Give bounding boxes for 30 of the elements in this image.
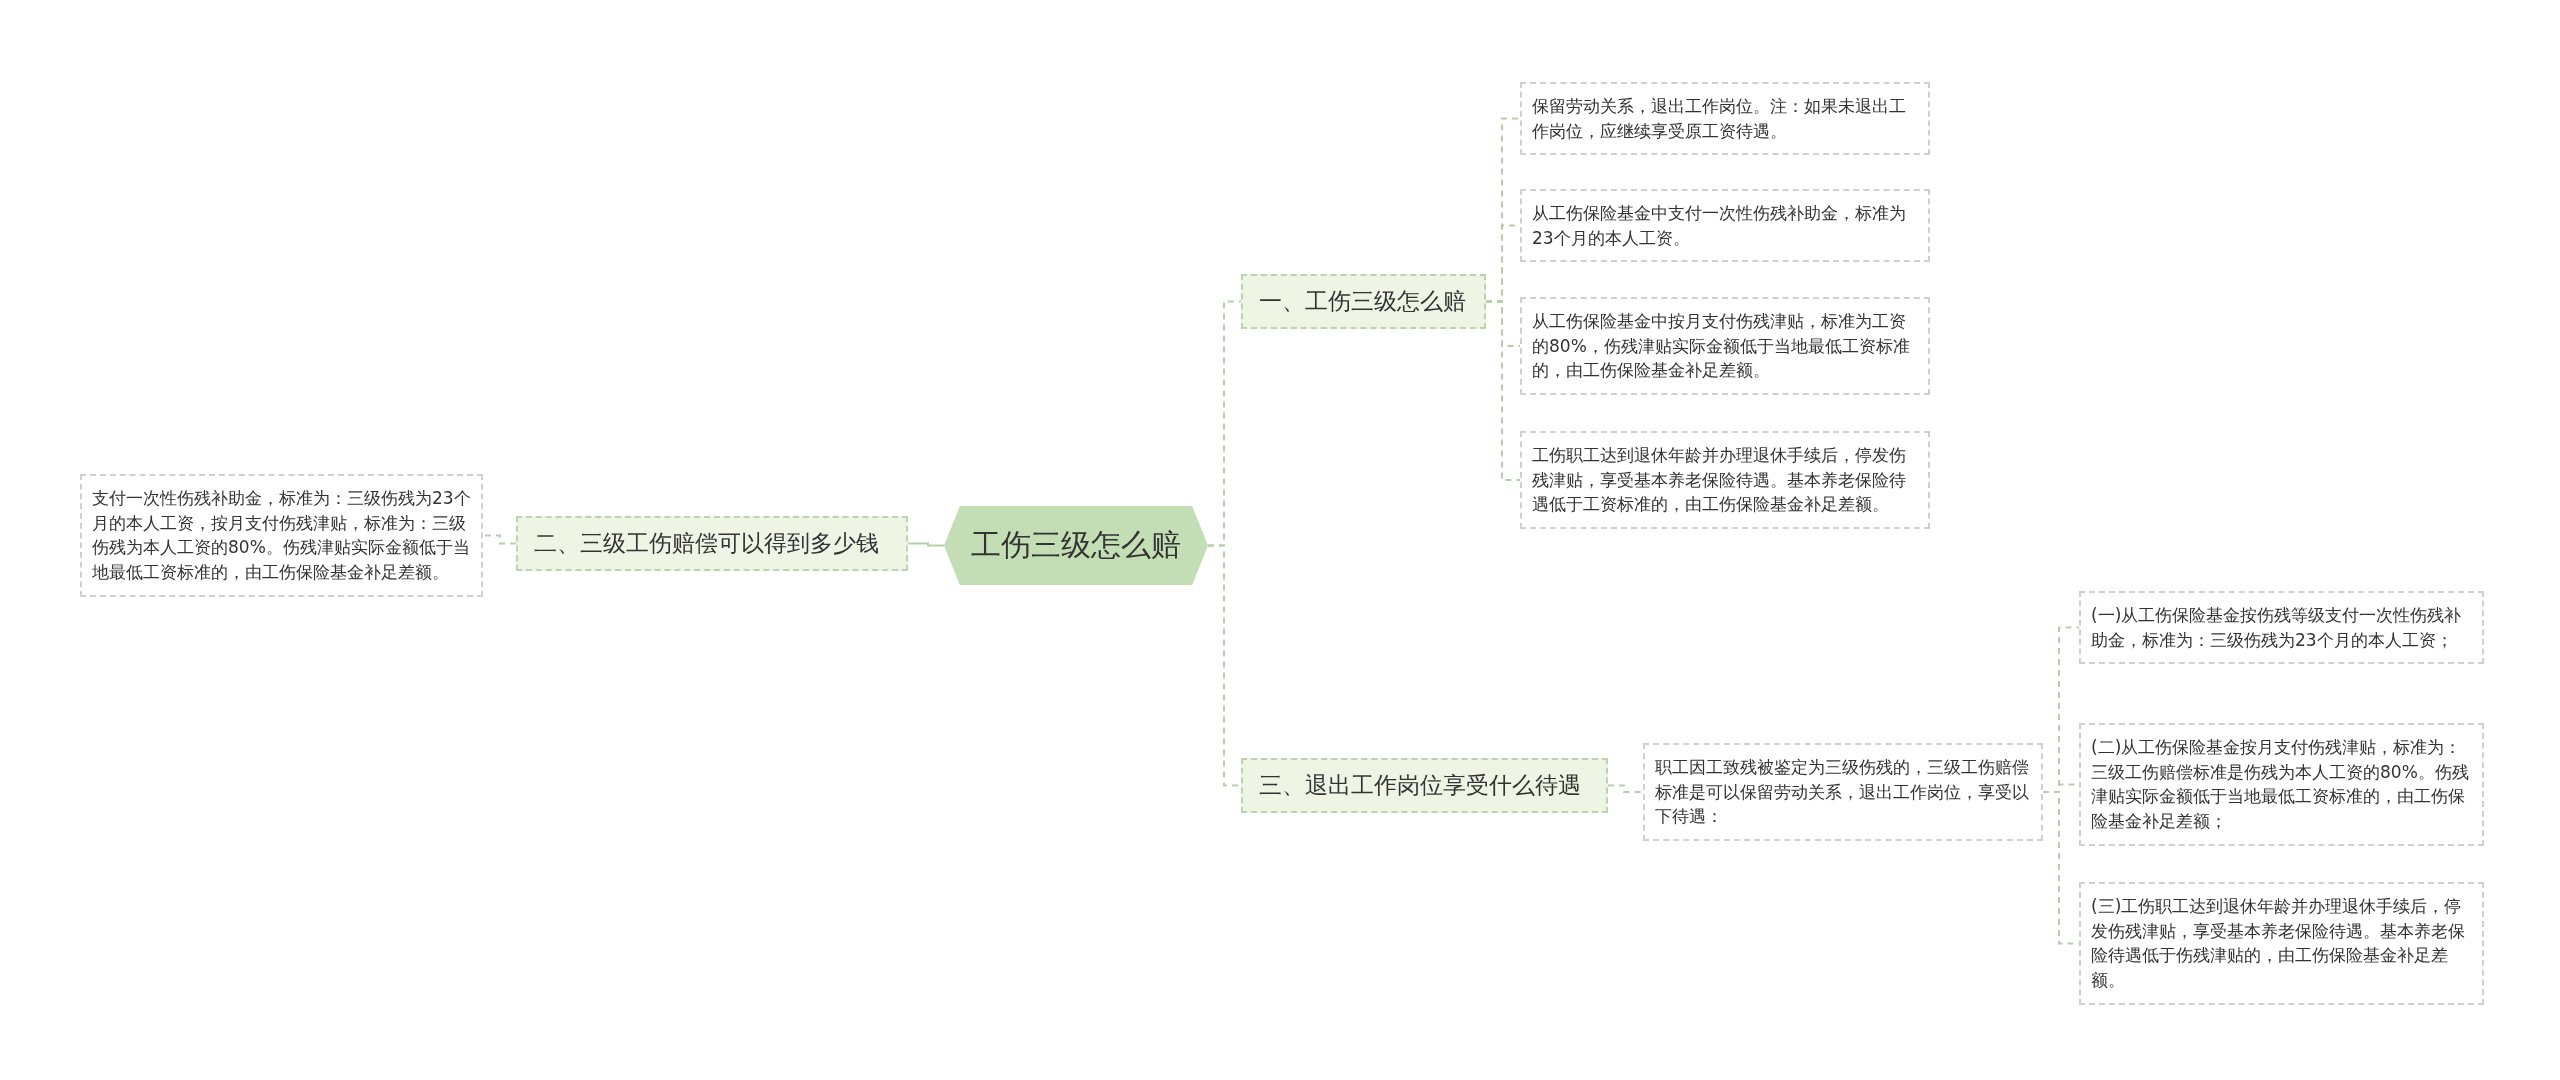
topic-text: 职工因工致残被鉴定为三级伤残的，三级工伤赔偿标准是可以保留劳动关系，退出工作岗位，享受以下待遇： <box>1655 756 2030 829</box>
connector-line <box>1607 784 1644 793</box>
central-topic <box>944 506 1208 585</box>
topic-text: 保留劳动关系，退出工作岗位。注：如果未退出工作岗位，应继续享受原工资待遇。 <box>1532 95 1907 143</box>
branch-topic <box>516 516 908 571</box>
topic-text: 二、三级工伤赔偿可以得到多少钱 <box>534 529 879 558</box>
topic-text: (一)从工伤保险基金按伤残等级支付一次性伤残补助金，标准为：三级伤残为23个月的本人工资； <box>2091 604 2463 652</box>
note-box <box>2079 882 2484 1005</box>
note-box <box>2079 591 2484 665</box>
topic-text: 工伤职工达到退休年龄并办理退休手续后，停发伤残津贴，享受基本养老保险待遇。基本养老保险待遇低于工资标准的，由工伤保险基金补足差额。 <box>1532 444 1907 517</box>
note-box <box>1643 743 2043 841</box>
connector-line <box>907 542 945 547</box>
note-box <box>80 474 483 597</box>
note-box <box>1520 82 1930 156</box>
note-box <box>1520 189 1930 263</box>
connector-line <box>482 534 517 545</box>
topic-text: 从工伤保险基金中支付一次性伤残补助金，标准为23个月的本人工资。 <box>1532 202 1907 250</box>
note-box <box>2079 723 2484 846</box>
topic-text: (二)从工伤保险基金按月支付伤残津贴，标准为：三级工伤赔偿标准是伤残为本人工资的80%。伤残津贴实际金额低于当地最低工资标准的，由工伤保险基金补足差额； <box>2091 736 2470 833</box>
topic-text: 支付一次性伤残补助金，标准为：三级伤残为23个月的本人工资，按月支付伤残津贴，标准为：三级伤残为本人工资的80%。伤残津贴实际金额低于当地最低工资标准的，由工伤保险基金补足差额。 <box>92 487 471 584</box>
connector-line <box>1485 300 1521 481</box>
topic-text: (三)工伤职工达到退休年龄并办理退休手续后，停发伤残津贴，享受基本养老保险待遇。基本养老保险待遇低于伤残津贴的，由工伤保险基金补足差额。 <box>2091 895 2466 992</box>
branch-topic <box>1241 274 1486 329</box>
topic-text: 三、退出工作岗位享受什么待遇 <box>1259 771 1581 800</box>
topic-text: 工伤三级怎么赔 <box>971 526 1181 564</box>
topic-text: 从工伤保险基金中按月支付伤残津贴，标准为工资的80%，伤残津贴实际金额低于当地最低工资标准的，由工伤保险基金补足差额。 <box>1532 310 1911 383</box>
note-box <box>1520 297 1930 395</box>
branch-topic <box>1241 758 1608 813</box>
topic-text: 一、工伤三级怎么赔 <box>1259 287 1466 316</box>
note-box <box>1520 431 1930 529</box>
